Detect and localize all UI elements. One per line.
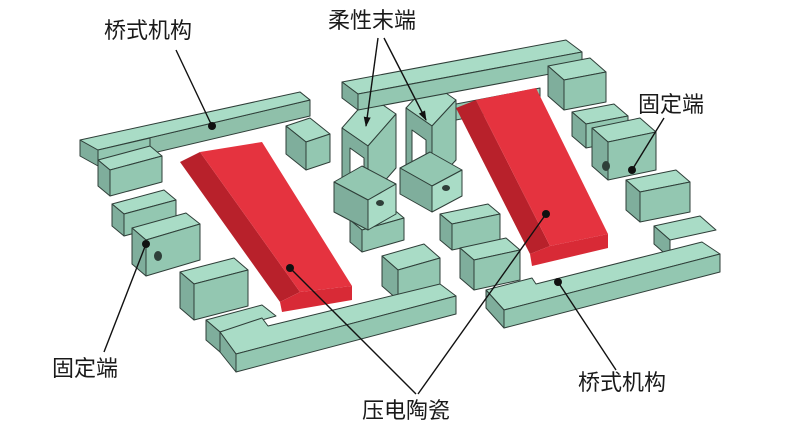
label-bridge-mechanism-top: 桥式机构 — [104, 19, 192, 44]
leader-bridge-top-left — [175, 49, 213, 127]
left-frame-bottom-bar — [219, 283, 457, 373]
left-bridge-mechanism — [79, 91, 457, 373]
left-frame-left-column — [97, 145, 277, 353]
label-fixed-end-left: 固定端 — [52, 357, 118, 382]
leader-dot — [554, 278, 562, 286]
leader-bridge-bottom-right — [557, 281, 617, 371]
labels: 桥式机构 柔性末端 固定端 固定端 桥式机构 压电陶瓷 — [52, 9, 704, 424]
leader-fixed-end-right — [631, 117, 665, 171]
leader-flexible-end-right — [383, 37, 427, 121]
label-flexible-end: 柔性末端 — [328, 9, 416, 34]
flexible-end-right-hole — [442, 185, 450, 191]
label-piezo-ceramic: 压电陶瓷 — [362, 399, 450, 424]
leader-lines — [103, 37, 665, 395]
label-fixed-end-right: 固定端 — [638, 93, 704, 118]
leader-fixed-end-left — [103, 243, 147, 353]
right-frame-bottom-bar — [485, 241, 721, 329]
right-bridge-mechanism — [341, 39, 721, 329]
leader-piezo-left — [289, 267, 417, 395]
left-fixed-end-hole — [154, 251, 162, 261]
flexible-end-right — [399, 81, 463, 213]
right-frame-left-column — [439, 203, 521, 291]
flexible-end-left — [333, 95, 397, 231]
left-piezo-stack — [180, 142, 352, 312]
right-fixed-end-hole — [602, 161, 610, 171]
leader-flexible-end-left — [363, 37, 379, 127]
leader-dot — [628, 166, 636, 174]
leader-dot — [208, 122, 216, 130]
flexible-end-left-hole — [376, 200, 384, 206]
leader-dot — [142, 240, 150, 248]
leader-piezo-right — [417, 213, 547, 395]
right-piezo-stack — [456, 88, 608, 266]
leader-dot — [286, 264, 294, 272]
label-bridge-mechanism-bottom: 桥式机构 — [578, 371, 666, 396]
leader-dot — [542, 210, 550, 218]
